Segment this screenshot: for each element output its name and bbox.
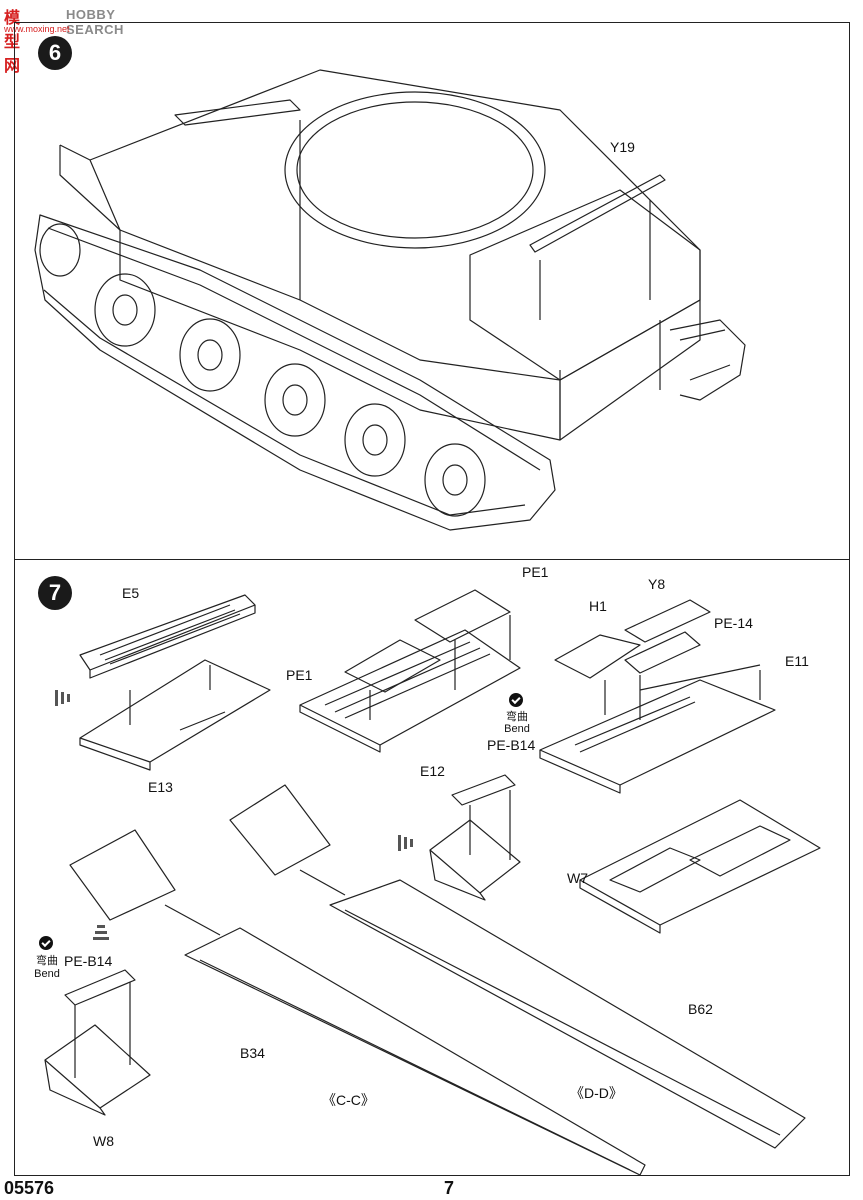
step6-badge: 6 bbox=[38, 36, 72, 70]
step7-w8-box bbox=[44, 969, 151, 1116]
label-pe-b14-2: PE-B14 bbox=[64, 953, 113, 969]
label-pe1-top: PE1 bbox=[522, 564, 549, 580]
step7-e13-plate bbox=[79, 659, 271, 771]
label-e13: E13 bbox=[148, 779, 173, 795]
watermark-url: www.moxing.net bbox=[4, 24, 70, 34]
step7-badge: 7 bbox=[38, 576, 72, 610]
step7-b62-fender bbox=[329, 879, 806, 1149]
watermark-word: HOBBY SEARCH bbox=[66, 7, 124, 37]
step7-panel bbox=[14, 559, 850, 1176]
label-pe1-left: PE1 bbox=[286, 667, 313, 683]
step7-rear-deck bbox=[539, 599, 776, 794]
step6-hull-drawing bbox=[59, 69, 701, 441]
step6-track-right bbox=[669, 319, 746, 401]
label-h1: H1 bbox=[589, 598, 607, 614]
step6-track-left bbox=[34, 214, 556, 531]
label-w8: W8 bbox=[93, 1133, 114, 1149]
page-number: 7 bbox=[444, 1178, 455, 1198]
step6-road-wheels bbox=[39, 223, 486, 517]
label-y8: Y8 bbox=[648, 576, 666, 592]
label-e11: E11 bbox=[785, 653, 809, 669]
product-code: 05576 bbox=[4, 1178, 55, 1198]
label-b62: B62 bbox=[688, 1001, 713, 1017]
step7-fender-fronts bbox=[69, 784, 346, 936]
bend-note-cn-2: 弯曲 bbox=[36, 955, 58, 967]
label-w7: W7 bbox=[567, 870, 588, 886]
label-y19: Y19 bbox=[610, 139, 635, 155]
step7-w7-box bbox=[429, 774, 521, 901]
label-cc-section: 《C-C》 bbox=[322, 1092, 375, 1108]
label-pe-b14-1: PE-B14 bbox=[487, 737, 536, 753]
label-b34: B34 bbox=[240, 1045, 265, 1061]
check-bend-icon bbox=[509, 693, 523, 707]
step7-b34-fender bbox=[184, 927, 646, 1176]
label-e12: E12 bbox=[420, 763, 445, 779]
watermark-logo: 模型网 bbox=[4, 10, 21, 75]
check-bend-icon bbox=[39, 936, 53, 950]
arrow-indicator-icon bbox=[55, 690, 413, 940]
step7-e12-plate bbox=[299, 589, 521, 753]
bend-note-cn-1: 弯曲 bbox=[506, 711, 528, 723]
label-pe14: PE-14 bbox=[714, 615, 753, 631]
label-dd-section: 《D-D》 bbox=[570, 1085, 623, 1101]
bend-note-en-2: Bend bbox=[34, 968, 60, 980]
label-e5: E5 bbox=[122, 585, 140, 601]
bend-note-en-1: Bend bbox=[504, 723, 530, 735]
step7-deck-preview bbox=[579, 799, 821, 934]
step7-e5-grille bbox=[79, 594, 256, 679]
